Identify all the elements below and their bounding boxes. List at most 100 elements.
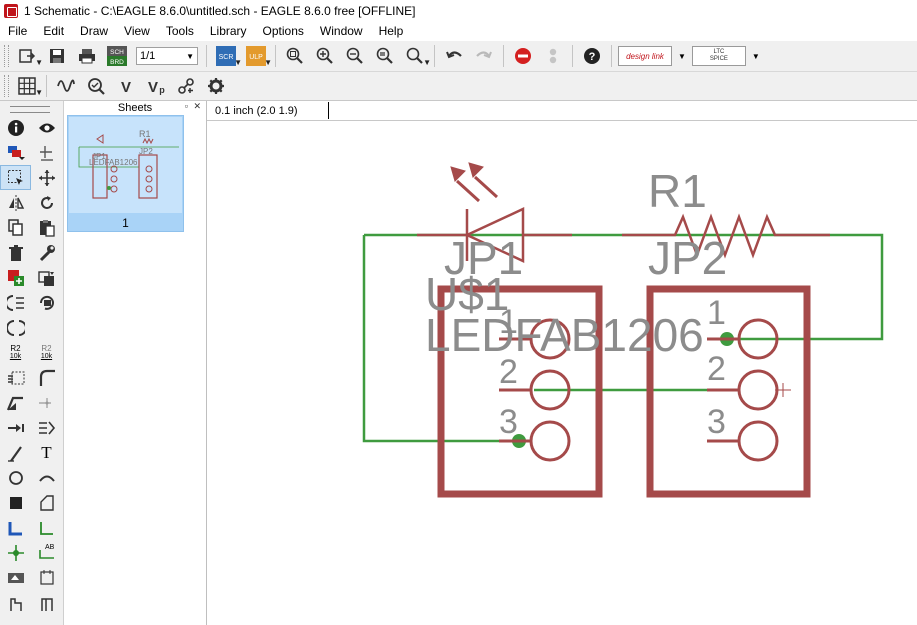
arc-tool[interactable] — [31, 465, 62, 490]
save-button[interactable] — [45, 44, 69, 68]
chevron-down-icon[interactable]: ▼ — [751, 51, 760, 61]
chevron-down-icon[interactable]: ▼ — [678, 51, 686, 61]
xref-tool[interactable] — [0, 565, 31, 590]
name-tool-label: R2 — [10, 343, 21, 353]
circle-tool[interactable] — [0, 465, 31, 490]
toolbar-grip[interactable] — [4, 45, 9, 67]
module-tool[interactable] — [0, 590, 31, 615]
menu-bar: File Edit Draw View Tools Library Option… — [0, 21, 917, 41]
voltage-icon: V — [121, 79, 131, 95]
menu-help[interactable]: Help — [378, 24, 404, 38]
probe-button[interactable] — [84, 74, 108, 98]
menu-window[interactable]: Window — [319, 24, 363, 38]
sheet-thumbnail[interactable]: R1 JP1 JP2 LEDFAB1206 1 — [67, 115, 184, 232]
gateswap-tool[interactable] — [31, 290, 62, 315]
undo-button[interactable] — [442, 44, 466, 68]
toolbar-grip[interactable] — [10, 106, 50, 113]
show-tool[interactable] — [31, 115, 62, 140]
simulate-button[interactable] — [54, 74, 78, 98]
menu-draw[interactable]: Draw — [80, 24, 109, 38]
info-tool[interactable] — [0, 115, 31, 140]
zoom-to-fit-button[interactable] — [283, 44, 307, 68]
menu-edit[interactable]: Edit — [43, 24, 65, 38]
schematic-drawing[interactable]: R1 JP1 JP2 U$1 LEDFAB1206 1 2 3 1 2 3 — [207, 121, 917, 625]
label-tool[interactable]: AB — [31, 540, 62, 565]
port-tool[interactable] — [31, 590, 62, 615]
toolbar-grip[interactable] — [4, 75, 9, 97]
copy-tool[interactable] — [0, 215, 31, 240]
display-tool[interactable] — [0, 140, 31, 165]
errors-tool[interactable] — [31, 415, 62, 440]
settings-button[interactable] — [204, 74, 228, 98]
pinhead-jp2[interactable] — [646, 285, 811, 498]
split-tool[interactable] — [0, 390, 31, 415]
delete-tool[interactable] — [0, 240, 31, 265]
paste-tool[interactable] — [31, 215, 62, 240]
frame-tool[interactable] — [31, 565, 62, 590]
list-icon — [38, 420, 55, 435]
add-tool[interactable] — [0, 265, 31, 290]
mirror-icon — [8, 194, 24, 211]
save-icon — [50, 49, 64, 63]
net-probe-button[interactable] — [174, 74, 198, 98]
float-panel-icon[interactable]: ▫ — [184, 101, 188, 111]
redraw-button[interactable] — [373, 44, 397, 68]
mark-tool[interactable] — [31, 140, 62, 165]
resistor-r1[interactable] — [622, 213, 830, 259]
script-button[interactable]: SCR ▼ — [214, 44, 242, 68]
stop-button[interactable] — [511, 44, 535, 68]
sheet-select[interactable]: 1/1 ▼ — [136, 47, 198, 65]
invoke-tool[interactable] — [0, 315, 31, 340]
go-button[interactable] — [541, 44, 565, 68]
menu-view[interactable]: View — [124, 24, 150, 38]
ulp-button[interactable]: ULP ▼ — [244, 44, 272, 68]
redo-button[interactable] — [472, 44, 496, 68]
menu-file[interactable]: File — [8, 24, 28, 38]
open-button[interactable]: ▼ — [15, 44, 43, 68]
grid-button[interactable]: ▼ — [15, 74, 43, 98]
ltspice-button[interactable]: LTC SPICE — [691, 46, 746, 66]
rotate-tool[interactable] — [31, 190, 62, 215]
move-tool[interactable] — [31, 165, 62, 190]
pinhead-jp1[interactable] — [437, 285, 603, 498]
replace-tool[interactable] — [31, 265, 62, 290]
led-symbol[interactable] — [417, 162, 572, 263]
pinswap-tool[interactable] — [0, 290, 31, 315]
polygon-tool[interactable] — [31, 490, 62, 515]
optimize-tool[interactable] — [31, 390, 62, 415]
command-line-input[interactable] — [328, 102, 917, 119]
mirror-tool[interactable] — [0, 190, 31, 215]
net-tool[interactable] — [31, 515, 62, 540]
eagle-app-icon — [4, 3, 18, 18]
schematic-canvas[interactable]: R1 JP1 JP2 U$1 LEDFAB1206 1 2 3 1 2 3 — [207, 121, 917, 625]
zoom-in-button[interactable] — [313, 44, 337, 68]
smash-tool[interactable] — [0, 365, 31, 390]
rect-tool[interactable] — [0, 490, 31, 515]
attribute-tool[interactable] — [0, 415, 31, 440]
toolbar-separator — [206, 45, 207, 67]
text-tool[interactable]: T — [31, 440, 62, 465]
voltage-probe-button[interactable]: V — [114, 74, 138, 98]
design-link-button[interactable]: design link — [618, 46, 672, 66]
sch-brd-switch-button[interactable]: SCH BRD — [105, 44, 129, 68]
wire-tool[interactable] — [0, 440, 31, 465]
name-tool[interactable]: R2 10k — [0, 340, 31, 365]
zoom-out-button[interactable] — [343, 44, 367, 68]
group-tool[interactable] — [0, 165, 31, 190]
miter-tool[interactable] — [31, 365, 62, 390]
change-tool[interactable] — [31, 240, 62, 265]
print-button[interactable] — [75, 44, 99, 68]
menu-options[interactable]: Options — [262, 24, 304, 38]
bus-tool[interactable] — [0, 515, 31, 540]
value-tool[interactable]: R2 10k — [31, 340, 62, 365]
junction-tool[interactable] — [0, 540, 31, 565]
help-button[interactable]: ? — [580, 44, 604, 68]
menu-library[interactable]: Library — [209, 24, 247, 38]
close-icon[interactable]: ✕ — [193, 101, 201, 111]
part-value-u1: LEDFAB1206 — [425, 309, 704, 361]
zoom-select-button[interactable]: ▼ — [403, 44, 431, 68]
pinswap-icon — [6, 294, 24, 311]
menu-tools[interactable]: Tools — [165, 24, 194, 38]
